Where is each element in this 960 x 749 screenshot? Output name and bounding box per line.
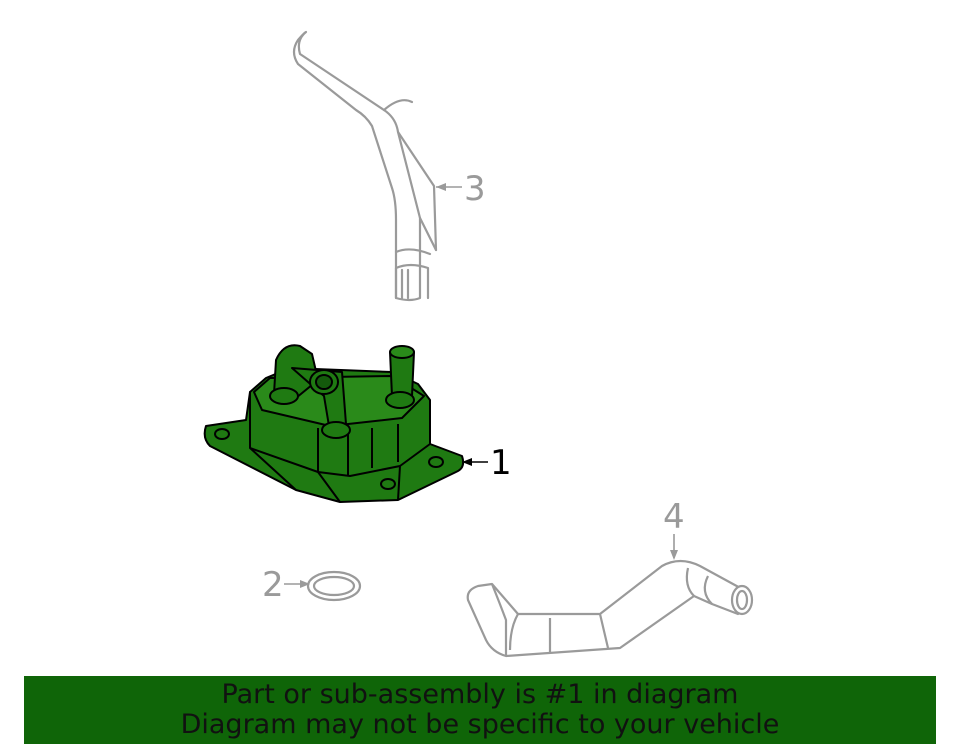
banner-line-1: Part or sub-assembly is #1 in diagram xyxy=(221,679,739,710)
callout-3-label: 3 xyxy=(464,169,486,209)
callout-1-label: 1 xyxy=(490,443,512,483)
callout-3: 3 xyxy=(436,169,486,209)
callout-4: 4 xyxy=(663,497,685,560)
callout-2-label: 2 xyxy=(262,565,284,605)
part-4-lower-hose[interactable] xyxy=(466,559,754,658)
info-banner: Part or sub-assembly is #1 in diagram Di… xyxy=(24,676,936,744)
callout-4-label: 4 xyxy=(663,497,685,537)
parts-diagram: 3 1 4 2 xyxy=(203,30,754,658)
part-3-upper-hose[interactable] xyxy=(292,30,438,302)
part-1-oil-cooler[interactable] xyxy=(203,344,465,503)
part-2-o-ring[interactable] xyxy=(306,570,362,602)
banner-line-2: Diagram may not be specific to your vehi… xyxy=(180,709,780,740)
callout-2: 2 xyxy=(262,565,310,605)
callout-1: 1 xyxy=(462,443,512,483)
